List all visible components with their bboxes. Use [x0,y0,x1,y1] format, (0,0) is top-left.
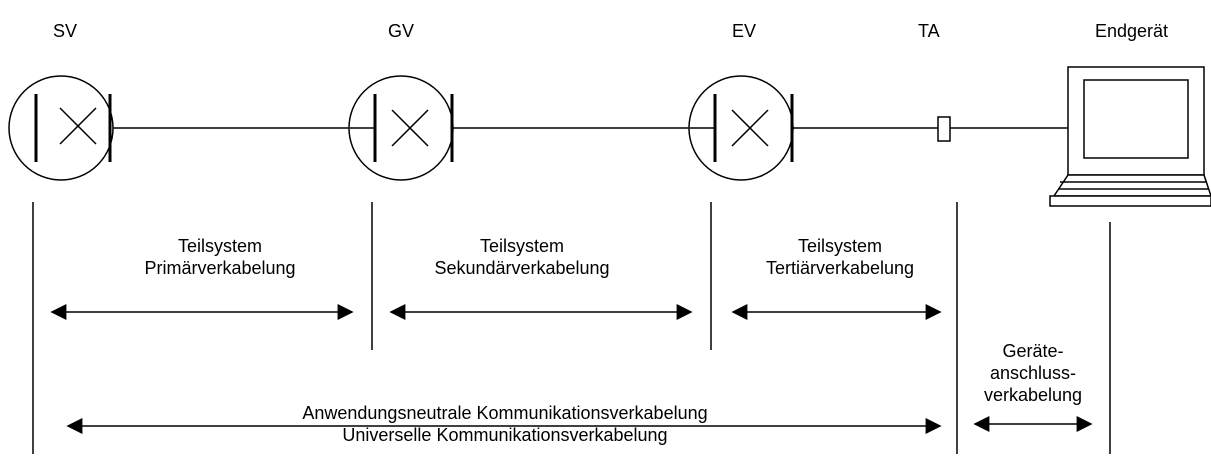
label-gv: GV [388,21,415,41]
secondary-line1: Teilsystem [479,236,564,256]
computer-icon [1049,66,1211,207]
ta-outlet-icon [937,116,951,142]
device-subsystem-label: Geräte- anschluss- verkabelung [968,340,1098,406]
device-line1: Geräte- [1002,341,1064,361]
overall-line1: Anwendungsneutrale Kommunikationsverkabe… [302,403,708,423]
tertiary-subsystem-label: Teilsystem Tertiärverkabelung [730,235,950,279]
label-ev: EV [732,21,757,41]
label-endgeraet: Endgerät [1095,21,1169,41]
primary-line1: Teilsystem [177,236,262,256]
primary-subsystem-label: Teilsystem Primärverkabelung [110,235,330,279]
overall-line2: Universelle Kommunikationsverkabelung [342,425,668,445]
device-line2: anschluss- [989,363,1077,383]
label-sv: SV [53,21,78,41]
secondary-subsystem-label: Teilsystem Sekundärverkabelung [402,235,642,279]
primary-line2: Primärverkabelung [144,258,296,278]
overall-label: Anwendungsneutrale Kommunikationsverkabe… [200,402,810,446]
secondary-line2: Sekundärverkabelung [434,258,610,278]
device-line3: verkabelung [983,385,1083,405]
ev-distributor-icon [688,75,794,181]
sv-distributor-icon [8,75,114,181]
tertiary-line1: Teilsystem [797,236,882,256]
gv-distributor-icon [348,75,454,181]
tertiary-line2: Tertiärverkabelung [765,258,915,278]
label-ta: TA [918,21,940,41]
